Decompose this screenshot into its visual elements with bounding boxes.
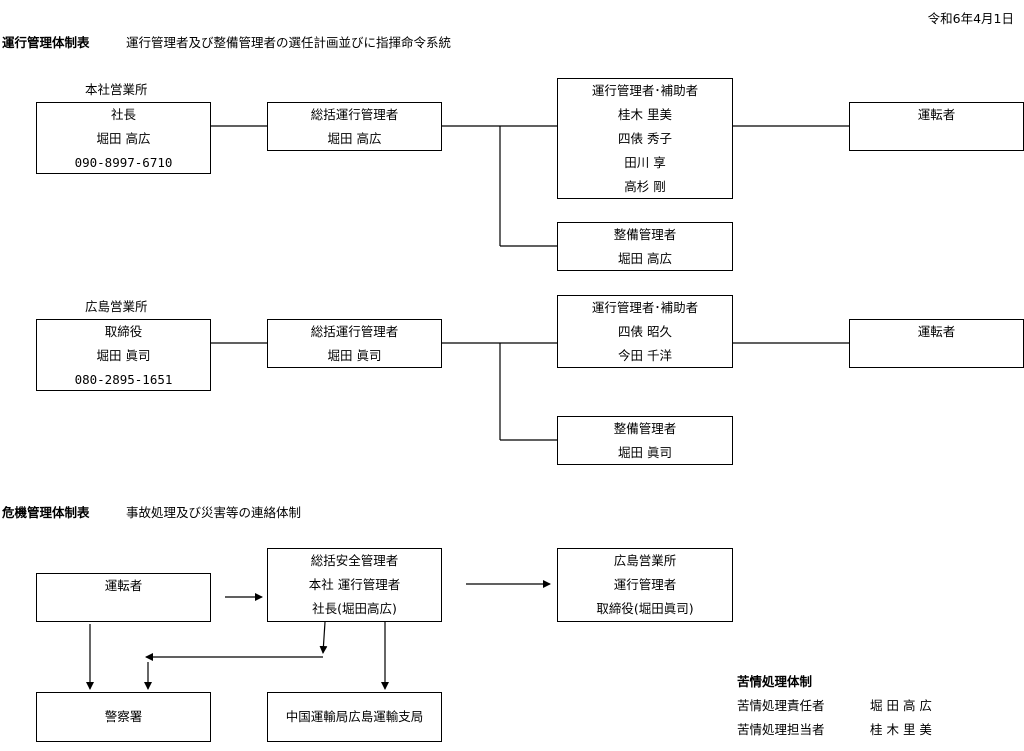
maintenance-box-2: 整備管理者 堀田 眞司: [557, 416, 733, 465]
maintenance-box-1: 整備管理者 堀田 高広: [557, 222, 733, 271]
op-manager-name: 四俵 秀子: [618, 131, 672, 146]
maintenance-name: 堀田 高広: [618, 251, 672, 266]
office-head-phone: 090-8997-6710: [74, 155, 173, 170]
complaint-role: 苦情処理責任者: [737, 698, 825, 713]
driver-box-1: 運転者: [849, 102, 1024, 151]
driver-label: 運転者: [917, 107, 956, 122]
crisis-heading: 危機管理体制表: [2, 505, 90, 520]
safety-manager-name: 社長(堀田高広): [312, 601, 397, 616]
document-date: 令和6年4月1日: [927, 11, 1014, 26]
op-manager-name: 高杉 剛: [624, 179, 666, 194]
safety-manager-box: 総括安全管理者 本社 運行管理者 社長(堀田高広): [267, 548, 442, 622]
complaint-row: 苦情処理責任者 堀 田 高 広: [737, 698, 932, 714]
complaints-heading: 苦情処理体制: [737, 674, 813, 689]
office-head-phone: 080-2895-1651: [74, 372, 173, 387]
op-managers-title: 運行管理者･補助者: [591, 83, 699, 98]
office-name-1: 本社営業所: [85, 82, 148, 97]
office-head-name: 堀田 高広: [96, 131, 151, 146]
office-head-title: 社長: [110, 107, 136, 122]
crisis-subheading: 事故処理及び災害等の連絡体制: [126, 505, 302, 520]
maintenance-title: 整備管理者: [613, 227, 677, 242]
general-manager-name: 堀田 高広: [327, 131, 382, 146]
office-head-name: 堀田 眞司: [96, 348, 151, 363]
maintenance-name: 堀田 眞司: [618, 445, 672, 460]
driver-box-2: 運転者: [849, 319, 1024, 368]
general-manager-title: 総括運行管理者: [310, 324, 399, 339]
general-manager-title: 総括運行管理者: [310, 107, 399, 122]
op-manager-name: 四俵 昭久: [618, 324, 672, 339]
office-head-box-2: 取締役 堀田 眞司 080-2895-1651: [36, 319, 211, 391]
op-manager-name: 田川 享: [624, 155, 666, 170]
general-manager-box-2: 総括運行管理者 堀田 眞司: [267, 319, 442, 368]
hiroshima-contact-box: 広島営業所 運行管理者 取締役(堀田眞司): [557, 548, 733, 622]
complaint-person: 桂 木 里 美: [870, 722, 932, 737]
office-head-title: 取締役: [104, 324, 143, 339]
transport-bureau-box: 中国運輸局広島運輸支局: [267, 692, 442, 742]
operations-heading: 運行管理体制表: [2, 35, 90, 50]
hiroshima-office-label: 広島営業所: [613, 553, 677, 568]
complaint-person: 堀 田 高 広: [870, 698, 932, 713]
arrow-safety-down: [319, 621, 328, 654]
safety-manager-title: 総括安全管理者: [310, 553, 399, 568]
op-manager-name: 今田 千洋: [618, 348, 672, 363]
complaint-row: 苦情処理担当者 桂 木 里 美: [737, 722, 932, 738]
crisis-driver-box: 運転者: [36, 573, 211, 622]
op-managers-title: 運行管理者･補助者: [591, 300, 699, 315]
hiroshima-name: 取締役(堀田眞司): [596, 601, 694, 616]
driver-label: 運転者: [917, 324, 956, 339]
hiroshima-role: 運行管理者: [613, 577, 677, 592]
transport-bureau-label: 中国運輸局広島運輸支局: [285, 709, 424, 724]
general-manager-name: 堀田 眞司: [327, 348, 382, 363]
maintenance-title: 整備管理者: [613, 421, 677, 436]
op-managers-box-2: 運行管理者･補助者 四俵 昭久 今田 千洋: [557, 295, 733, 368]
complaint-role: 苦情処理担当者: [737, 722, 825, 737]
office-name-2: 広島営業所: [85, 299, 148, 314]
op-manager-name: 桂木 里美: [618, 107, 672, 122]
op-managers-box-1: 運行管理者･補助者 桂木 里美 四俵 秀子 田川 享 高杉 剛: [557, 78, 733, 199]
safety-manager-role: 本社 運行管理者: [308, 577, 401, 592]
operations-subheading: 運行管理者及び整備管理者の選任計画並びに指揮命令系統: [126, 35, 452, 50]
office-head-box-1: 社長 堀田 高広 090-8997-6710: [36, 102, 211, 174]
police-box: 警察署: [36, 692, 211, 742]
police-label: 警察署: [104, 709, 143, 724]
crisis-driver-label: 運転者: [104, 578, 143, 593]
general-manager-box-1: 総括運行管理者 堀田 高広: [267, 102, 442, 151]
